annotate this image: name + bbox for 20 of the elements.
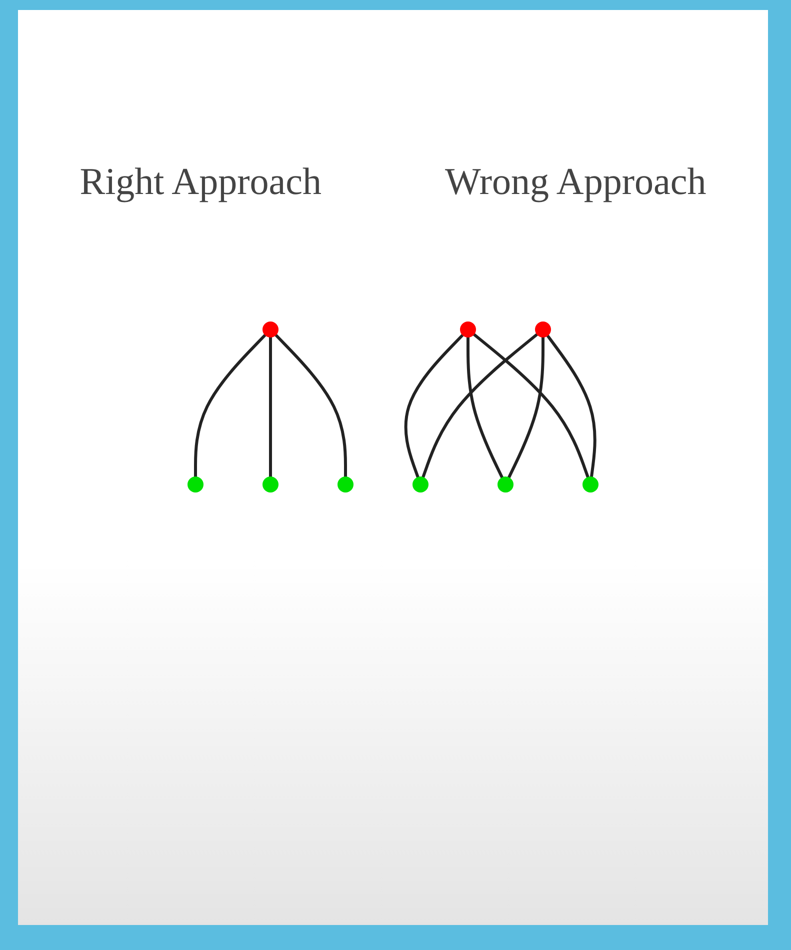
heading: Wrong Approach — [445, 160, 706, 204]
connector — [422, 333, 538, 478]
connector — [274, 334, 347, 477]
node-ellipse — [262, 322, 278, 338]
heading: Right Approach — [80, 160, 322, 204]
node-ellipse — [338, 476, 354, 492]
connector — [466, 337, 504, 478]
connector — [472, 333, 590, 478]
connector — [194, 334, 266, 477]
node-ellipse — [188, 476, 204, 492]
connector — [507, 337, 544, 478]
connector — [269, 337, 272, 477]
node-ellipse — [460, 322, 476, 338]
connector — [404, 334, 464, 478]
connector — [546, 334, 596, 478]
node-ellipse — [412, 476, 428, 492]
node-ellipse — [498, 476, 514, 492]
node-ellipse — [535, 322, 551, 338]
node-ellipse — [582, 476, 598, 492]
node-ellipse — [262, 476, 278, 492]
